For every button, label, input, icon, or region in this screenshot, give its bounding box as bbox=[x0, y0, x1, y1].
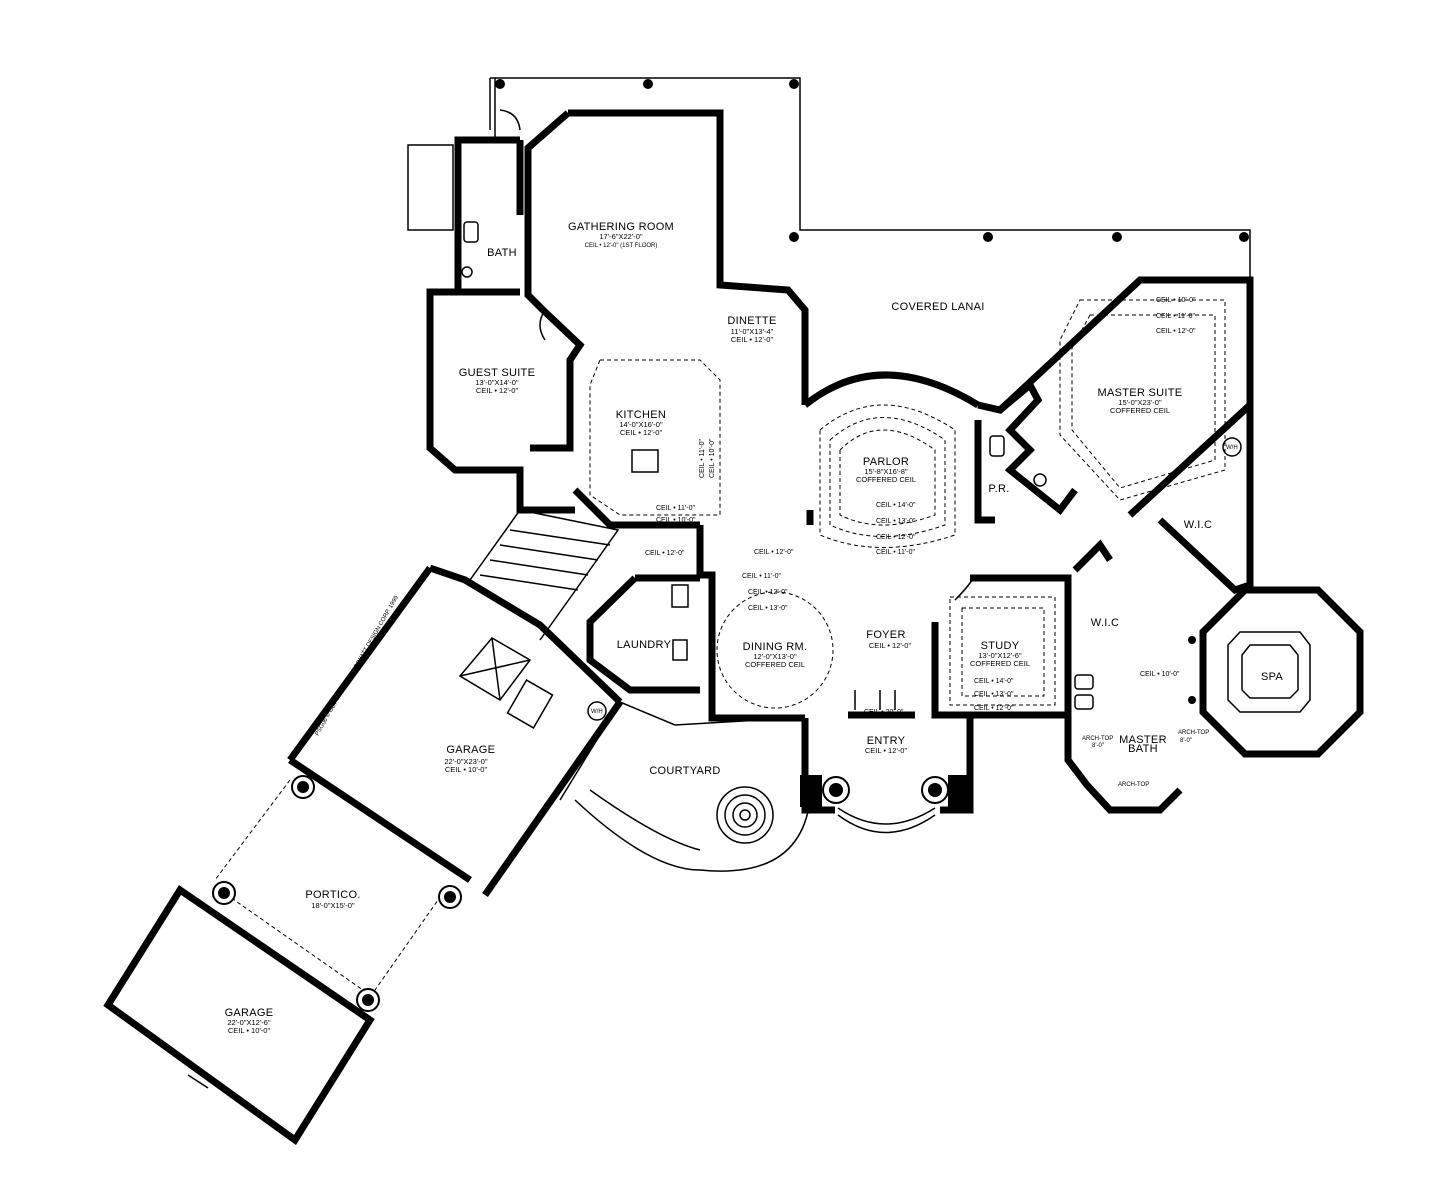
archtop-left-h: 8'-0" bbox=[1092, 743, 1104, 749]
copyright-note: PSG06 © COPYRIGHT THE BOYATT DESIGN CORP… bbox=[314, 594, 401, 737]
wic-lower-name: W.I.C bbox=[1091, 617, 1119, 629]
house-walls bbox=[426, 109, 1254, 814]
dinette-ceil: CEIL • 12'-0" bbox=[731, 335, 774, 344]
ceiling-outlines bbox=[589, 299, 1226, 709]
dinette-name: DINETTE bbox=[727, 315, 776, 327]
fixtures bbox=[407, 109, 1094, 710]
guest-suite-dims: 13'-0"X14'-0" bbox=[475, 378, 519, 387]
ceil-master-1: CEIL • 10'-0" bbox=[1156, 297, 1196, 304]
wic-upper-name: W.I.C bbox=[1184, 519, 1212, 531]
garage-skylight bbox=[458, 637, 554, 729]
spa-name: SPA bbox=[1261, 671, 1283, 683]
study-dims: 13'-0"X12'-6" bbox=[978, 651, 1022, 660]
ceil-dining-3: CEIL • 13'-0" bbox=[748, 605, 788, 612]
ac-garage: W/H bbox=[591, 709, 603, 715]
ceil-parlor-1: CEIL • 14'-0" bbox=[876, 502, 916, 509]
ceil-entry-high: CEIL • 20'-0" bbox=[864, 709, 904, 716]
entry-ceil: CEIL • 12'-0" bbox=[865, 746, 908, 755]
ceil-master-2: CEIL • 11'-0" bbox=[1156, 313, 1195, 320]
master-bath-name: MASTER bbox=[1119, 734, 1167, 746]
pr-name: P.R. bbox=[988, 483, 1009, 495]
study-name: STUDY bbox=[981, 640, 1020, 652]
bath-name: BATH bbox=[487, 247, 517, 259]
gathering-room-dims: 17'-6"X22'-0" bbox=[599, 232, 643, 241]
kitchen-name: KITCHEN bbox=[616, 409, 666, 421]
ceiling-labels: CEIL • 10'-0" CEIL • 11'-0" CEIL • 12'-0… bbox=[645, 297, 1196, 716]
ceil-study-3: CEIL • 12'-0" bbox=[974, 705, 1014, 712]
room-labels: GATHERING ROOM 17'-6"X22'-0" CEIL • 12'-… bbox=[225, 221, 1284, 1035]
master-suite-name: MASTER SUITE bbox=[1098, 387, 1183, 399]
ceil-kitchen-2: CEIL • 10'-0" bbox=[656, 517, 696, 524]
archtop-bottom: ARCH-TOP bbox=[1118, 782, 1149, 788]
garage-main-ceil: CEIL • 10'-0" bbox=[445, 765, 488, 774]
master-bath-name2: BATH bbox=[1128, 743, 1158, 755]
lanai-columns bbox=[495, 79, 1249, 242]
garage2-dims: 22'-0"X12'-6" bbox=[227, 1018, 271, 1027]
lanai-outline bbox=[489, 77, 1251, 285]
ceil-dining-1: CEIL • 11'-0" bbox=[742, 573, 781, 580]
ceil-parlor-2: CEIL • 13'-0" bbox=[876, 518, 916, 525]
parlor-ceil: COFFERED CEIL bbox=[856, 475, 916, 484]
parlor-name: PARLOR bbox=[863, 456, 909, 468]
laundry-name: LAUNDRY bbox=[617, 639, 672, 651]
dinette-dims: 11'-0"X13'-4" bbox=[731, 327, 774, 336]
archtop-right-h: 8'-0" bbox=[1180, 738, 1192, 744]
ceil-hall-center: CEIL • 12'-0" bbox=[754, 549, 794, 556]
garage-main-name: GARAGE bbox=[446, 744, 495, 756]
foyer-ceil: CEIL • 12'-0" bbox=[869, 641, 912, 650]
guest-suite-name: GUEST SUITE bbox=[459, 367, 535, 379]
gathering-room-name: GATHERING ROOM bbox=[568, 221, 674, 233]
archtop-right: ARCH-TOP bbox=[1178, 730, 1209, 736]
ceil-study-2: CEIL • 13'-0" bbox=[974, 691, 1014, 698]
garage2-walls bbox=[103, 885, 375, 1146]
dining-name: DINING RM. bbox=[743, 641, 808, 653]
master-suite-dims: 15'-0"X23'-0" bbox=[1118, 398, 1162, 407]
archtop-left: ARCH-TOP bbox=[1082, 736, 1113, 742]
spa-octagon bbox=[1188, 586, 1364, 758]
garage2-name: GARAGE bbox=[225, 1007, 274, 1019]
kitchen-ceil: CEIL • 12'-0" bbox=[620, 428, 663, 437]
ceil-parlor-4: CEIL • 11'-0" bbox=[876, 549, 915, 556]
dining-dims: 12'-0"X13'-0" bbox=[753, 652, 797, 661]
courtyard-fountain bbox=[716, 786, 774, 844]
structural-columns bbox=[212, 775, 970, 1012]
ceil-dining-2: CEIL • 12'-0" bbox=[748, 589, 788, 596]
guest-suite-ceil: CEIL • 12'-0" bbox=[476, 386, 519, 395]
ceil-study-1: CEIL • 14'-0" bbox=[974, 678, 1014, 685]
ceil-master-bath: CEIL • 10'-0" bbox=[1140, 671, 1180, 678]
master-suite-ceil: COFFERED CEIL bbox=[1110, 406, 1170, 415]
dining-ceil: COFFERED CEIL bbox=[745, 660, 805, 669]
entry-arch bbox=[837, 807, 936, 825]
ceil-kitchen-1: CEIL • 11'-0" bbox=[656, 505, 695, 512]
portico-dims: 18'-0"X15'-0" bbox=[311, 901, 355, 910]
ceil-hall-left: CEIL • 12'-0" bbox=[645, 550, 685, 557]
ceil-kitchen-v1: CEIL • 11'-0" bbox=[699, 439, 706, 478]
ceil-parlor-3: CEIL • 12'-0" bbox=[876, 534, 916, 541]
garage-walls bbox=[287, 509, 811, 898]
ac-master: W/H bbox=[1226, 445, 1238, 451]
courtyard-name: COURTYARD bbox=[649, 765, 720, 777]
ceil-master-3: CEIL • 12'-0" bbox=[1156, 328, 1196, 335]
gathering-room-ceil: CEIL • 12'-0" (1ST FLOOR) bbox=[585, 243, 658, 249]
portico-name: PORTICO. bbox=[305, 889, 360, 901]
garage-main-dims: 22'-0"X23'-0" bbox=[444, 757, 488, 766]
study-ceil: COFFERED CEIL bbox=[970, 659, 1030, 668]
plan-notes: ARCH-TOP 8'-0" ARCH-TOP 8'-0" ARCH-TOP P… bbox=[314, 437, 1242, 788]
ceil-kitchen-v2: CEIL • 10'-0" bbox=[709, 438, 716, 478]
garage2-ceil: CEIL • 10'-0" bbox=[228, 1026, 271, 1035]
entry-name: ENTRY bbox=[867, 735, 906, 747]
foyer-name: FOYER bbox=[866, 629, 905, 641]
covered-lanai-name: COVERED LANAI bbox=[891, 301, 984, 313]
portico-outline bbox=[214, 779, 446, 996]
parlor-dims: 15'-8"X16'-8" bbox=[864, 467, 908, 476]
kitchen-dims: 14'-0"X16'-0" bbox=[619, 420, 663, 429]
